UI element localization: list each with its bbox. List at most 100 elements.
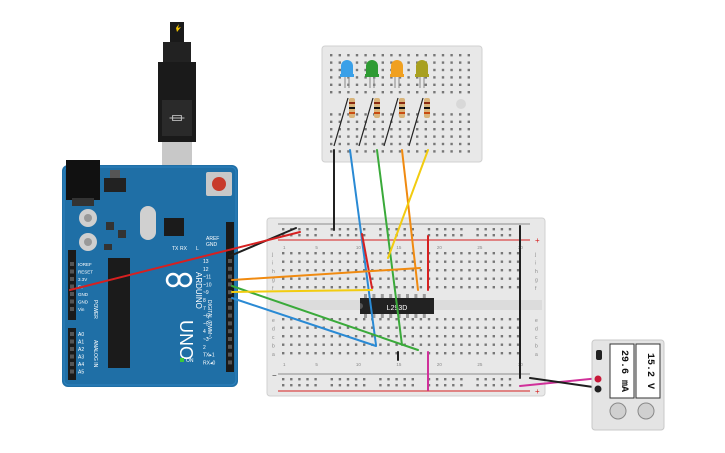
breadboard-hole[interactable] [381,135,384,138]
breadboard-hole[interactable] [363,318,366,321]
breadboard-hole[interactable] [403,335,406,338]
rail-hole[interactable] [338,228,342,231]
breadboard-hole[interactable] [381,68,384,72]
breadboard-hole[interactable] [381,54,384,57]
breadboard-hole[interactable] [338,318,342,321]
breadboard-hole[interactable] [395,326,398,329]
breadboard-hole[interactable] [441,76,445,79]
rail-hole[interactable] [306,378,309,381]
breadboard-hole[interactable] [338,91,341,94]
rail-hole[interactable] [500,378,504,381]
breadboard-hole[interactable] [468,260,471,263]
breadboard-hole[interactable] [282,269,285,272]
breadboard-hole[interactable] [516,260,520,263]
rail-hole[interactable] [444,228,447,231]
rail-hole[interactable] [411,228,414,231]
breadboard-hole[interactable] [416,76,419,79]
rail-hole[interactable] [354,234,358,237]
breadboard-hole[interactable] [411,343,414,346]
breadboard-hole[interactable] [452,318,455,321]
breadboard-hole[interactable] [407,68,410,72]
breadboard-hole[interactable] [347,135,350,138]
breadboard-hole[interactable] [407,91,410,94]
breadboard-hole[interactable] [282,343,285,346]
breadboard-hole[interactable] [354,318,358,321]
breadboard-hole[interactable] [484,260,487,263]
rail-hole[interactable] [379,228,382,231]
breadboard-hole[interactable] [379,286,382,289]
breadboard-hole[interactable] [452,277,455,280]
breadboard-hole[interactable] [298,318,301,321]
breadboard-hole[interactable] [508,343,512,346]
breadboard-hole[interactable] [390,83,393,86]
rail-hole[interactable] [452,228,455,231]
breadboard-hole[interactable] [398,83,402,86]
breadboard-hole[interactable] [516,335,520,338]
breadboard-hole[interactable] [444,269,447,272]
rail-hole[interactable] [363,228,366,231]
breadboard-hole[interactable] [282,286,285,289]
breadboard-hole[interactable] [373,91,376,94]
breadboard-hole[interactable] [379,318,382,321]
rail-hole[interactable] [484,378,487,381]
rail-hole[interactable] [282,384,285,387]
breadboard-hole[interactable] [364,150,367,153]
breadboard-hole[interactable] [444,286,447,289]
breadboard-hole[interactable] [371,326,374,329]
rail-hole[interactable] [306,234,309,237]
breadboard-hole[interactable] [424,83,427,86]
rail-hole[interactable] [500,228,504,231]
breadboard-hole[interactable] [298,286,301,289]
breadboard-hole[interactable] [363,343,366,346]
breadboard-hole[interactable] [282,252,285,255]
breadboard-hole[interactable] [379,252,382,255]
breadboard-hole[interactable] [411,318,414,321]
breadboard-hole[interactable] [330,142,333,146]
rail-hole[interactable] [500,384,504,387]
breadboard-hole[interactable] [298,326,301,329]
rail-hole[interactable] [314,378,317,381]
breadboard-hole[interactable] [516,352,520,355]
breadboard-hole[interactable] [508,318,512,321]
breadboard-hole[interactable] [433,120,436,123]
digital-pin-socket[interactable] [228,329,232,334]
breadboard-hole[interactable] [468,318,471,321]
breadboard-hole[interactable] [371,352,374,355]
breadboard-hole[interactable] [407,54,410,57]
current-knob[interactable] [609,402,627,420]
breadboard-hole[interactable] [411,286,414,289]
breadboard-hole[interactable] [500,286,504,289]
breadboard-hole[interactable] [381,83,384,86]
rail-hole[interactable] [403,378,406,381]
breadboard-hole[interactable] [492,318,495,321]
rail-hole[interactable] [508,384,512,387]
breadboard-hole[interactable] [492,277,495,280]
breadboard-hole[interactable] [379,260,382,263]
breadboard-hole[interactable] [492,352,495,355]
breadboard-hole[interactable] [387,352,390,355]
breadboard-hole[interactable] [444,252,447,255]
digital-pin-socket[interactable] [228,321,232,326]
breadboard-hole[interactable] [407,150,410,153]
rail-hole[interactable] [330,378,333,381]
breadboard-hole[interactable] [403,318,406,321]
rail-hole[interactable] [411,384,414,387]
rail-hole[interactable] [452,234,455,237]
breadboard-hole[interactable] [416,150,419,153]
breadboard-hole[interactable] [492,252,495,255]
breadboard-hole[interactable] [330,260,333,263]
breadboard-hole[interactable] [441,54,445,57]
breadboard-hole[interactable] [347,150,350,153]
breadboard-hole[interactable] [395,260,398,263]
breadboard-hole[interactable] [424,150,427,153]
breadboard-hole[interactable] [387,277,390,280]
breadboard-hole[interactable] [500,343,504,346]
breadboard-hole[interactable] [492,269,495,272]
breadboard-hole[interactable] [424,76,427,79]
breadboard-hole[interactable] [363,277,366,280]
breadboard-hole[interactable] [338,83,341,86]
breadboard-hole[interactable] [298,352,301,355]
rail-hole[interactable] [508,378,512,381]
breadboard-hole[interactable] [364,76,367,79]
breadboard-hole[interactable] [371,260,374,263]
